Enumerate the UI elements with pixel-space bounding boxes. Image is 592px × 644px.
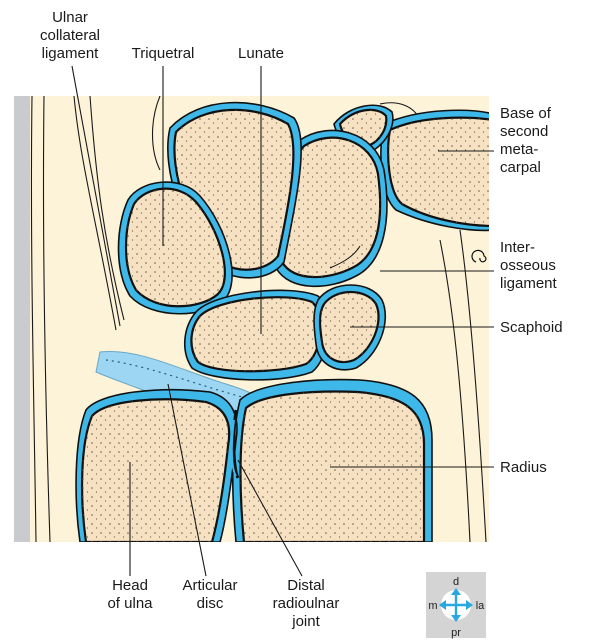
label-base-line4: carpal: [500, 159, 541, 176]
label-triquetral: Triquetral: [132, 45, 195, 62]
label-articular-disc-line1: Articular: [182, 577, 237, 594]
label-articular-disc-line2: disc: [197, 595, 224, 612]
skin-edge: [14, 96, 30, 542]
label-drj-line2: radioulnar: [273, 595, 340, 612]
label-radius: Radius: [500, 459, 547, 476]
label-base-line2: second: [500, 123, 548, 140]
label-head-of-ulna-line2: of ulna: [107, 595, 153, 612]
compass-label-lateral: la: [476, 600, 485, 612]
label-interosseous-line1: Inter-: [500, 239, 535, 256]
label-lunate: Lunate: [238, 45, 284, 62]
label-distal-radioulnar-joint: Distal radioulnar joint: [273, 577, 340, 630]
label-base-line3: meta-: [500, 141, 538, 158]
label-ulnar-collateral-line3: ligament: [42, 45, 100, 62]
label-interosseous-ligament: Inter- osseous ligament: [500, 239, 558, 292]
ulna-head-texture: [82, 399, 229, 542]
compass-label-medial: m: [428, 600, 437, 612]
label-drj-line3: joint: [291, 613, 320, 630]
label-ulnar-collateral-ligament: Ulnar collateral ligament: [40, 9, 100, 62]
label-articular-disc: Articular disc: [182, 577, 237, 612]
compass-label-distal: d: [453, 576, 459, 588]
label-head-of-ulna: Head of ulna: [107, 577, 153, 612]
illustration-panel: [14, 96, 494, 542]
label-base-second-metacarpal: Base of second meta- carpal: [500, 105, 552, 176]
label-base-line1: Base of: [500, 105, 552, 122]
compass-label-proximal: pr: [451, 627, 461, 639]
label-head-of-ulna-line1: Head: [112, 577, 148, 594]
label-drj-line1: Distal: [287, 577, 325, 594]
label-interosseous-line3: ligament: [500, 275, 558, 292]
label-scaphoid: Scaphoid: [500, 319, 563, 336]
label-ulnar-collateral-line2: collateral: [40, 27, 100, 44]
label-ulnar-collateral-line1: Ulnar: [52, 9, 88, 26]
orientation-compass: d m la pr: [426, 572, 486, 639]
label-interosseous-line2: osseous: [500, 257, 556, 274]
